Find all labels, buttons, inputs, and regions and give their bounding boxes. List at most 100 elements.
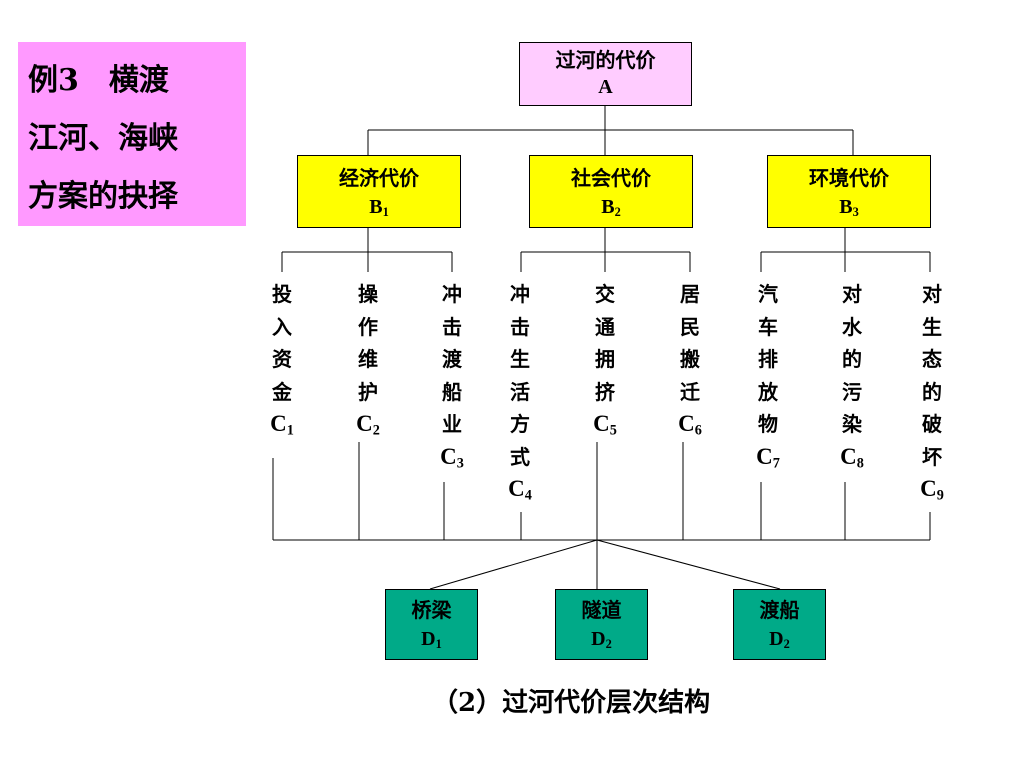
alternative-name: 桥梁 xyxy=(411,598,452,622)
subcriterion-letter: C xyxy=(508,476,525,501)
alternative-subscript: 2 xyxy=(605,637,612,652)
alternative-subscript: 1 xyxy=(435,637,442,652)
goal-node-a: 过河的代价 A xyxy=(519,42,692,106)
criterion-node-b1: 经济代价 B1 xyxy=(297,155,461,228)
subcriterion-subscript: 7 xyxy=(772,455,780,472)
subcriterion-letter: C xyxy=(270,411,287,436)
alternative-letter: D xyxy=(591,628,606,650)
criterion-letter: B xyxy=(839,196,853,218)
criterion-subscript: 1 xyxy=(382,205,389,220)
subcriterion-char: 态 xyxy=(922,347,942,371)
subcriterion-char: 破 xyxy=(922,412,942,436)
criterion-name: 社会代价 xyxy=(571,166,651,190)
subcriterion-char: 染 xyxy=(842,412,862,436)
subcriterion-char: 船 xyxy=(442,379,462,404)
alternative-subscript: 2 xyxy=(783,637,790,652)
subcriterion-char: 的 xyxy=(842,347,862,371)
subcriterion-char: 搬 xyxy=(680,347,700,371)
subcriterion-char: 通 xyxy=(595,314,615,339)
criterion-name: 经济代价 xyxy=(339,166,419,190)
subcriterion-subscript: 2 xyxy=(372,422,380,439)
subcriterion-char: 维 xyxy=(358,347,378,371)
goal-name: 过河的代价 xyxy=(555,48,656,72)
criterion-letter: B xyxy=(369,196,383,218)
slide-title-line: 江河、海峡 xyxy=(28,121,178,156)
subcriterion-char: 护 xyxy=(358,379,378,404)
subcriterion-char: 挤 xyxy=(595,379,615,404)
alternative-letter: D xyxy=(769,628,784,650)
subcriterion-subscript: 4 xyxy=(524,487,532,504)
subcriterion-char: 对 xyxy=(922,282,942,306)
subcriterion-letter: C xyxy=(440,443,457,469)
subcriterion-char: 车 xyxy=(758,314,778,339)
subcriterion-char: 业 xyxy=(442,412,462,436)
subcriterion-char: 物 xyxy=(758,412,778,436)
connector-d3-diag xyxy=(596,539,781,590)
subcriterion-char: 操 xyxy=(358,282,378,306)
subcriterion-char: 拥 xyxy=(595,347,615,371)
subcriterion-char: 居 xyxy=(680,282,700,306)
subcriterion-letter: C xyxy=(920,476,937,501)
subcriterion-char: 排 xyxy=(758,347,778,371)
subcriterion-char: 击 xyxy=(442,314,462,339)
subcriterion-char: 污 xyxy=(842,379,862,404)
slide-title-line: 例3 横渡 xyxy=(28,63,169,98)
criterion-subscript: 2 xyxy=(614,205,621,220)
criterion-node-b3: 环境代价 B3 xyxy=(767,155,931,228)
subcriterion-subscript: 5 xyxy=(609,422,617,439)
subcriterion-char: 击 xyxy=(510,314,530,339)
alternative-name: 渡船 xyxy=(759,598,800,622)
slide-title-line: 方案的抉择 xyxy=(28,179,178,214)
subcriterion-char: 的 xyxy=(922,379,942,404)
subcriterion-char: 资 xyxy=(272,347,292,371)
subcriterion-char: 活 xyxy=(510,379,530,404)
criterion-subscript: 3 xyxy=(852,205,859,220)
subcriterion-char: 式 xyxy=(510,444,530,469)
subcriterion-letter: C xyxy=(593,411,610,436)
subcriterion-letter: C xyxy=(678,411,695,436)
subcriterion-char: 迁 xyxy=(680,379,700,404)
alternative-node-d3: 渡船 D2 xyxy=(733,589,826,660)
subcriterion-char: 作 xyxy=(358,314,378,339)
connector-d1-diag xyxy=(429,539,598,590)
subcriterion-char: 汽 xyxy=(758,282,778,306)
subcriterion-char: 生 xyxy=(922,314,942,339)
subcriterion-char: 对 xyxy=(842,282,862,306)
alternative-letter: D xyxy=(421,628,436,650)
subcriterion-char: 冲 xyxy=(510,282,530,306)
goal-label: A xyxy=(598,76,613,98)
subcriterion-char: 坏 xyxy=(922,444,942,469)
subcriterion-char: 生 xyxy=(510,347,530,371)
subcriterion-char: 方 xyxy=(510,412,530,436)
subcriterion-char: 民 xyxy=(680,314,700,339)
subcriterion-char: 投 xyxy=(272,282,292,306)
subcriterion-char: 放 xyxy=(758,379,778,404)
criterion-node-b2: 社会代价 B2 xyxy=(529,155,693,228)
criterion-name: 环境代价 xyxy=(809,166,889,190)
subcriterion-subscript: 1 xyxy=(286,422,294,439)
alternative-name: 隧道 xyxy=(581,598,622,622)
slide-title-box: 例3 横渡 江河、海峡 方案的抉择 xyxy=(18,42,246,226)
subcriterion-subscript: 6 xyxy=(694,422,702,439)
subcriterion-char: 渡 xyxy=(442,347,462,371)
subcriterion-letter: C xyxy=(756,443,773,469)
subcriterion-char: 交 xyxy=(595,282,615,306)
subcriterion-letter: C xyxy=(840,443,857,469)
subcriterion-letter: C xyxy=(356,411,373,436)
subcriterion-subscript: 9 xyxy=(936,487,944,504)
subcriterion-char: 入 xyxy=(272,314,292,339)
subcriterion-char: 水 xyxy=(842,314,862,339)
subcriterion-char: 冲 xyxy=(442,282,462,306)
criterion-letter: B xyxy=(601,196,615,218)
alternative-node-d1: 桥梁 D1 xyxy=(385,589,478,660)
alternative-node-d2: 隧道 D2 xyxy=(555,589,648,660)
